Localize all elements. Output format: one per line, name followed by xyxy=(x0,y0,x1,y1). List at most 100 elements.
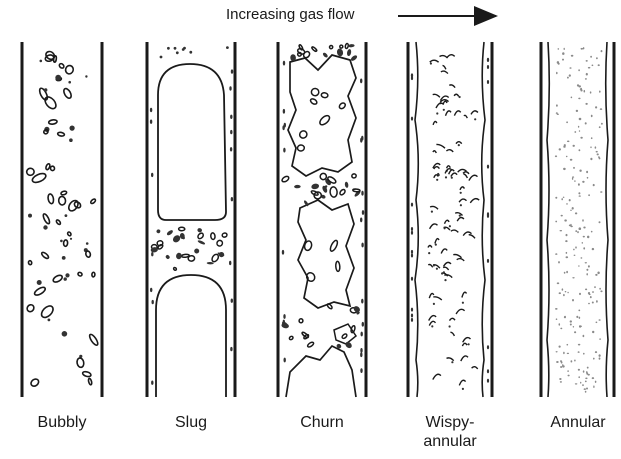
bubble xyxy=(598,64,600,66)
bubble xyxy=(578,351,580,353)
bubble xyxy=(584,388,586,390)
bubble xyxy=(40,60,43,63)
bubble xyxy=(574,331,576,333)
bubble xyxy=(345,43,349,49)
bubble xyxy=(338,102,346,110)
bubble xyxy=(449,325,451,327)
bubble xyxy=(587,236,589,239)
slug-bubbles xyxy=(150,46,233,385)
bubble xyxy=(411,277,413,281)
bubble xyxy=(188,255,195,261)
bubble xyxy=(588,194,590,196)
bubble xyxy=(62,331,68,337)
bubble xyxy=(329,239,339,252)
bubble xyxy=(558,261,560,263)
annular-film-left xyxy=(547,42,549,397)
bubble xyxy=(570,320,572,322)
bubble xyxy=(56,219,62,225)
churn-gas-pocket xyxy=(298,200,354,308)
bubble xyxy=(579,325,581,327)
bubble xyxy=(586,269,588,271)
bubble xyxy=(176,252,183,259)
wisp xyxy=(443,66,446,70)
bubble xyxy=(560,360,562,362)
bubble xyxy=(567,77,569,79)
wisp xyxy=(441,71,448,74)
bubble xyxy=(41,251,50,259)
bubble xyxy=(578,376,580,378)
bubble xyxy=(574,360,576,362)
bubble xyxy=(572,176,574,177)
bubble xyxy=(360,348,362,353)
bubble xyxy=(283,148,285,153)
bubble xyxy=(588,374,590,376)
bubble xyxy=(88,378,92,385)
bubble xyxy=(411,254,413,258)
bubble xyxy=(58,196,66,205)
bubble xyxy=(564,316,566,318)
bubble xyxy=(57,132,64,137)
bubble xyxy=(445,176,447,178)
bubble xyxy=(566,256,569,258)
bubble xyxy=(587,177,589,179)
bubble xyxy=(318,114,331,127)
bubble xyxy=(573,145,575,147)
bubble xyxy=(559,148,561,150)
wisp xyxy=(464,115,467,118)
bubble xyxy=(586,171,588,173)
wisp xyxy=(447,358,454,361)
bubble xyxy=(583,236,585,238)
bubble xyxy=(311,46,317,52)
bubble xyxy=(596,300,598,303)
bubble xyxy=(283,320,285,325)
bubble xyxy=(585,381,587,383)
bubble xyxy=(179,227,185,231)
bubble xyxy=(578,369,580,371)
bubble xyxy=(575,230,577,232)
bubble xyxy=(459,215,461,217)
bubble xyxy=(85,75,87,77)
wisp xyxy=(440,56,448,58)
bubble xyxy=(571,97,573,99)
bubble xyxy=(556,72,558,75)
bubble xyxy=(487,212,489,216)
bubble xyxy=(361,136,363,141)
bubble xyxy=(573,326,574,328)
bubble xyxy=(582,219,584,221)
bubble xyxy=(411,231,413,235)
bubble xyxy=(411,73,413,77)
bubble xyxy=(346,49,351,57)
bubble xyxy=(460,192,462,194)
annular-pipe xyxy=(541,42,614,397)
bubble xyxy=(585,78,587,80)
bubble xyxy=(556,112,558,114)
bubble xyxy=(590,158,592,160)
bubble xyxy=(38,87,49,101)
bubble xyxy=(176,51,179,54)
bubble xyxy=(449,225,451,227)
bubble xyxy=(570,324,572,326)
bubble xyxy=(566,203,568,205)
wisp xyxy=(462,292,467,297)
bubble xyxy=(570,159,573,161)
bubble xyxy=(585,262,587,263)
annular-droplet-mist xyxy=(555,47,603,393)
bubble xyxy=(28,214,32,218)
wisp xyxy=(444,275,452,278)
bubble xyxy=(150,288,152,292)
bubble xyxy=(578,265,579,267)
bubble xyxy=(568,375,570,377)
bubble xyxy=(487,80,489,84)
bubble xyxy=(558,48,560,50)
wisp xyxy=(428,246,432,248)
bubble xyxy=(598,156,600,158)
bubble xyxy=(411,308,413,312)
wisp xyxy=(453,255,461,258)
bubble xyxy=(580,382,581,384)
regime-label-annular: Annular xyxy=(540,413,616,432)
bubble xyxy=(601,50,603,52)
bubble xyxy=(574,180,576,181)
bubble xyxy=(573,249,575,251)
wisp xyxy=(430,206,438,209)
